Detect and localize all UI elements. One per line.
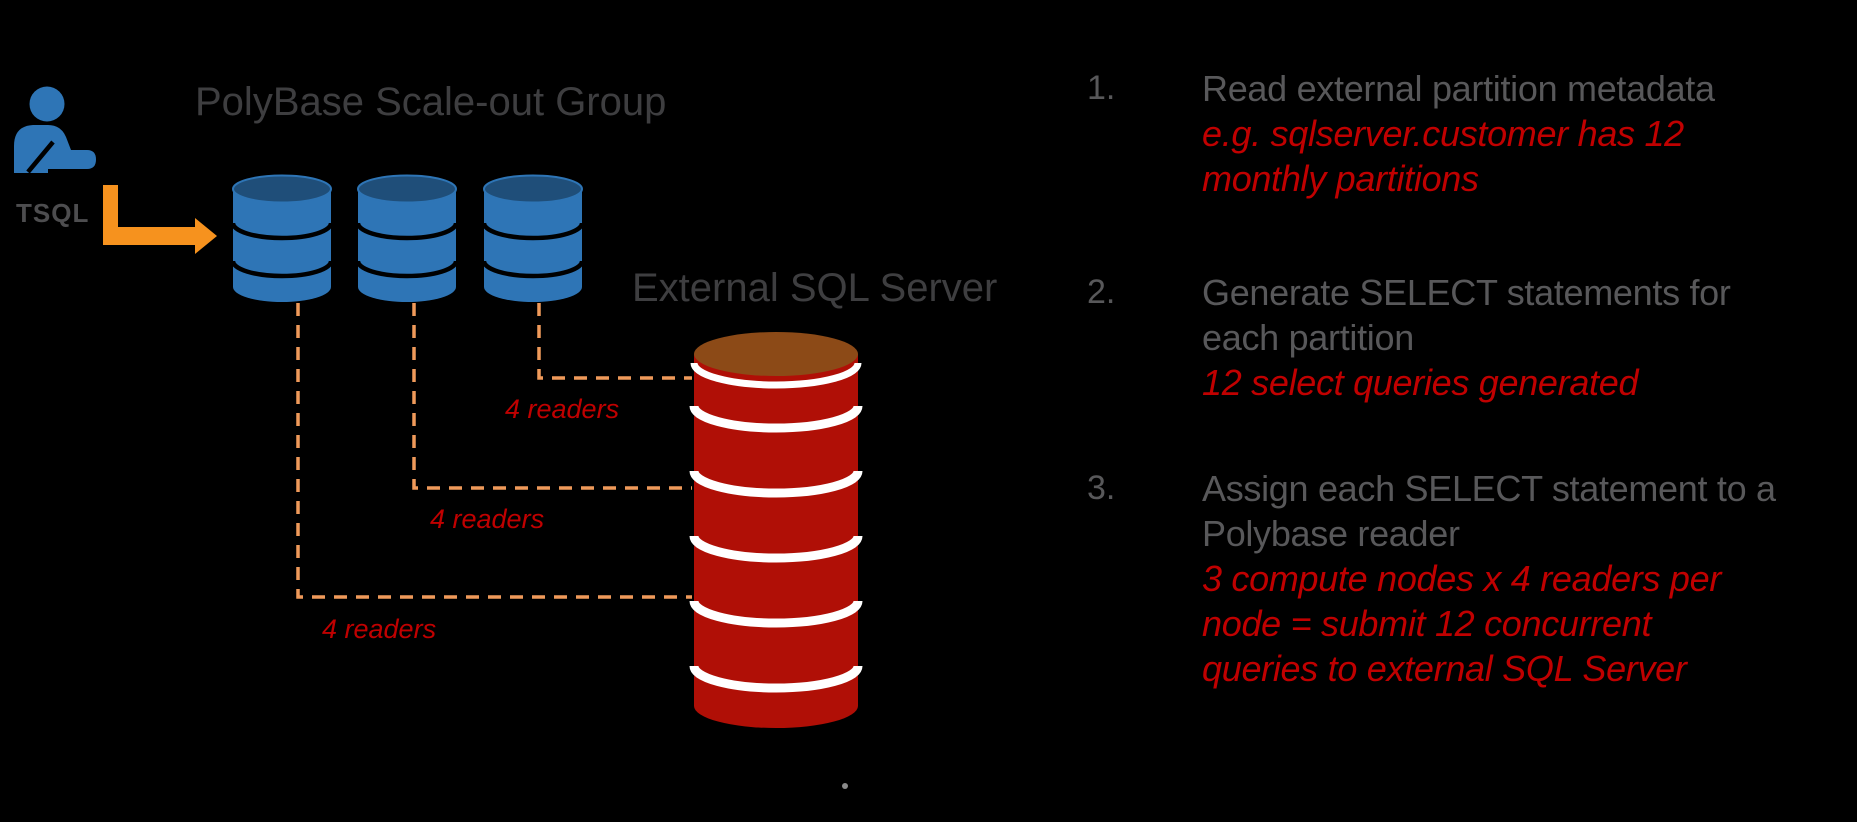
tsql-label: TSQL xyxy=(16,198,90,228)
step-3-lines: Assign each SELECT statement to a Polyba… xyxy=(1202,466,1776,691)
compute-node-cylinder-3 xyxy=(481,174,585,302)
step-1-number: 1. xyxy=(1087,69,1116,107)
step-3-note-line: queries to external SQL Server xyxy=(1202,648,1687,689)
step-2-text-line: Generate SELECT statements for xyxy=(1202,272,1731,313)
step-1-text-line: Read external partition metadata xyxy=(1202,68,1715,109)
step-2-text-line: each partition xyxy=(1202,317,1414,358)
compute-node-cylinder-1 xyxy=(230,174,334,302)
reader-connection-line-1 xyxy=(537,303,692,380)
reader-count-label-2: 4 readers xyxy=(430,504,545,534)
step-2: 2. Generate SELECT statements for each p… xyxy=(1087,270,1731,405)
external-sql-server-title: External SQL Server xyxy=(632,266,998,310)
step-1: 1. Read external partition metadata e.g.… xyxy=(1087,66,1715,201)
step-3-text-line: Polybase reader xyxy=(1202,513,1460,554)
step-3-number: 3. xyxy=(1087,469,1116,507)
step-3: 3. Assign each SELECT statement to a Pol… xyxy=(1087,466,1776,691)
reader-connection-line-2 xyxy=(412,303,692,490)
step-3-note-line: node = submit 12 concurrent xyxy=(1202,603,1652,644)
reader-connection-line-3 xyxy=(296,303,692,599)
step-1-note-line: e.g. sqlserver.customer has 12 xyxy=(1202,113,1684,154)
tsql-arrow-icon xyxy=(103,185,217,254)
reader-count-label-1: 4 readers xyxy=(505,394,620,424)
user-person-icon xyxy=(14,86,96,174)
laptop-line xyxy=(26,140,55,174)
reader-count-label-3: 4 readers xyxy=(322,614,437,644)
step-2-lines: Generate SELECT statements for each part… xyxy=(1202,270,1731,405)
step-2-number: 2. xyxy=(1087,273,1116,311)
step-1-note-line: monthly partitions xyxy=(1202,158,1479,199)
scaleout-group-title: PolyBase Scale-out Group xyxy=(195,80,667,124)
external-sql-cylinder-icon xyxy=(689,332,863,728)
step-2-note-line: 12 select queries generated xyxy=(1202,362,1639,403)
compute-node-cylinder-2 xyxy=(355,174,459,302)
step-3-text-line: Assign each SELECT statement to a xyxy=(1202,468,1776,509)
stray-dot xyxy=(842,783,848,789)
step-1-lines: Read external partition metadata e.g. sq… xyxy=(1202,66,1715,201)
step-3-note-line: 3 compute nodes x 4 readers per xyxy=(1202,558,1722,599)
